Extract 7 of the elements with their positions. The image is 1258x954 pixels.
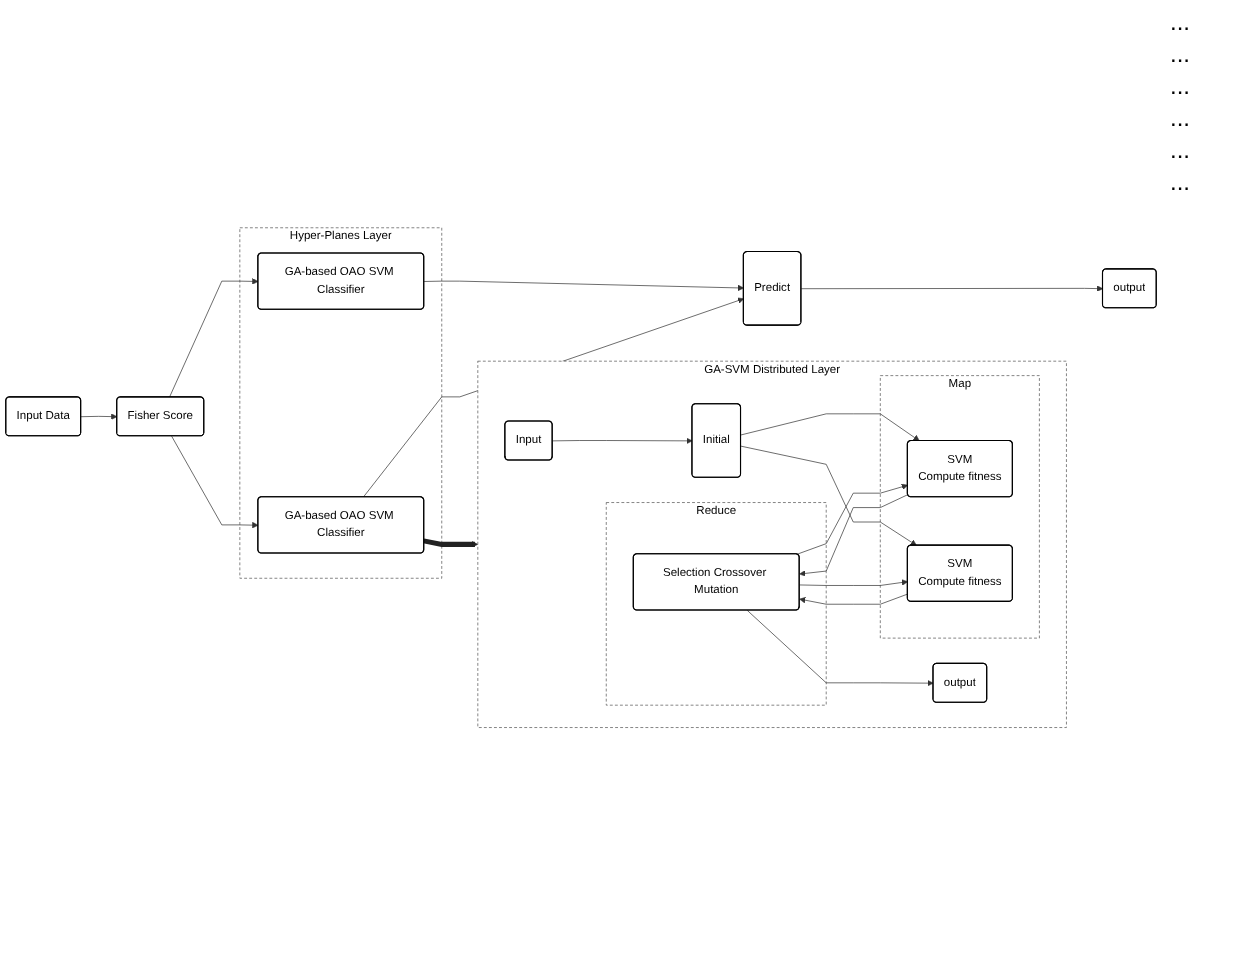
ellipsis-label: ... (1170, 8, 1193, 36)
arrow (423, 537, 479, 547)
ellipsis-label: ... (1170, 104, 1193, 132)
ellipsis-label: ... (1170, 72, 1193, 100)
ellipsis-label: ... (1170, 40, 1193, 68)
ellipsis-label: ... (1170, 136, 1193, 164)
ellipsis-label: ... (1170, 168, 1193, 196)
